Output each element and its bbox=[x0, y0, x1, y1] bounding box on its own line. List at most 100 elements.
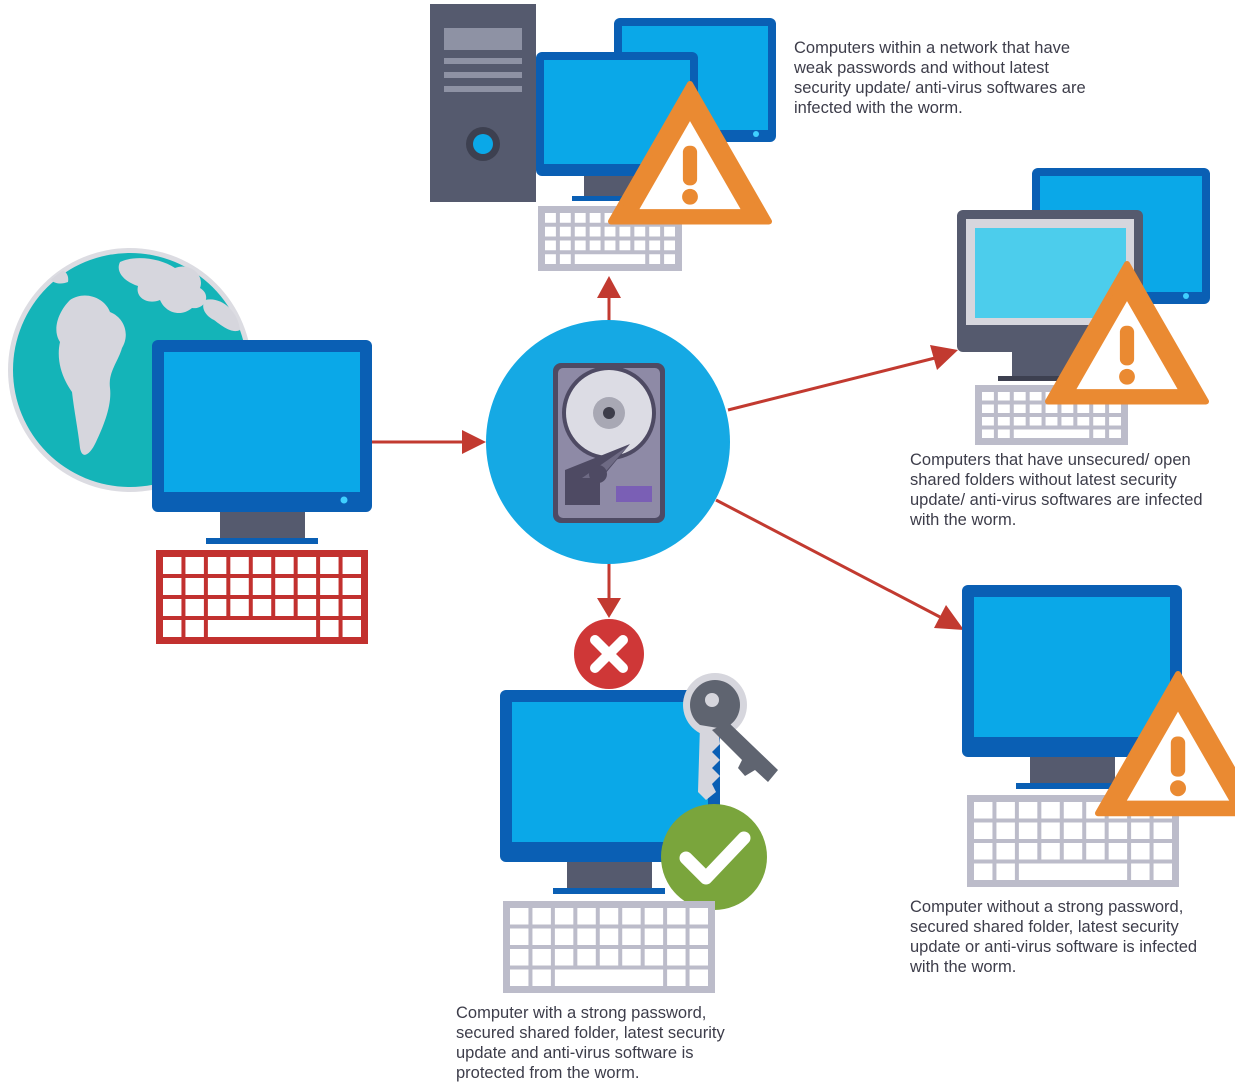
keyboard-key bbox=[1063, 822, 1083, 839]
caption-line: Computers that have unsecured/ open bbox=[910, 451, 1191, 469]
caption-line: with the worm. bbox=[910, 958, 1017, 976]
keyboard-key bbox=[559, 226, 571, 237]
keyboard-key bbox=[1093, 417, 1106, 426]
keyboard-key bbox=[997, 429, 1010, 438]
keyboard-key bbox=[1061, 417, 1074, 426]
caption-line: Computer with a strong password, bbox=[456, 1004, 707, 1022]
keyboard-key bbox=[599, 928, 619, 945]
caption-top: Computers within a network that have wea… bbox=[794, 38, 1086, 118]
keyboard-key bbox=[689, 928, 708, 945]
keyboard-key bbox=[577, 949, 596, 966]
keyboard-key bbox=[599, 949, 619, 966]
keyboard-key bbox=[510, 949, 529, 966]
keyboard-key bbox=[1013, 404, 1026, 413]
keyboard-key bbox=[185, 620, 204, 637]
monitor-icon bbox=[962, 585, 1182, 789]
keyboard-key bbox=[664, 254, 675, 264]
source-computer bbox=[152, 340, 372, 644]
keyboard-key bbox=[649, 240, 661, 251]
keyboard-key bbox=[1153, 863, 1172, 880]
keyboard-key bbox=[559, 213, 571, 223]
keyboard-key bbox=[982, 417, 994, 426]
keyboard-key bbox=[1013, 429, 1090, 438]
keyboard-key bbox=[574, 254, 646, 264]
keyboard-key bbox=[982, 429, 994, 438]
keyboard-key bbox=[207, 578, 227, 595]
keyboard-key bbox=[510, 928, 529, 945]
caption-line: infected with the worm. bbox=[794, 99, 963, 117]
hard-drive-hub bbox=[486, 320, 730, 564]
keyboard-key bbox=[634, 226, 646, 237]
keyboard-key bbox=[532, 928, 551, 945]
keyboard-key bbox=[996, 822, 1015, 839]
keyboard-key bbox=[545, 226, 556, 237]
hard-drive-icon bbox=[553, 363, 665, 523]
blocked-icon bbox=[574, 619, 644, 689]
keyboard-key bbox=[297, 599, 317, 616]
keyboard-key bbox=[1013, 417, 1026, 426]
keyboard-key bbox=[589, 240, 601, 251]
caption-line: with the worm. bbox=[910, 511, 1017, 529]
warning-icon bbox=[608, 81, 772, 225]
caption-line: secured shared folder, latest security bbox=[910, 918, 1179, 936]
keyboard-key bbox=[163, 578, 182, 595]
warning-icon bbox=[1045, 261, 1209, 405]
keyboard-key bbox=[667, 908, 686, 925]
keyboard-key bbox=[1063, 843, 1083, 860]
keyboard-key bbox=[1077, 417, 1090, 426]
keyboard-key bbox=[1029, 404, 1042, 413]
keyboard-key bbox=[559, 254, 571, 264]
keyboard-key bbox=[996, 863, 1015, 880]
caption-right-lower: Computer without a strong password, secu… bbox=[910, 897, 1197, 977]
tower-icon bbox=[430, 4, 536, 202]
keyboard-key bbox=[574, 213, 586, 223]
edge-hub-to-right-lower bbox=[715, 498, 964, 630]
keyboard-key bbox=[545, 254, 556, 264]
keyboard-key bbox=[689, 908, 708, 925]
keyboard-key bbox=[1153, 822, 1172, 839]
caption-line: shared folders without latest security bbox=[910, 471, 1177, 489]
keyboard-key bbox=[599, 908, 619, 925]
keyboard-key bbox=[163, 620, 182, 637]
keyboard-key bbox=[1029, 392, 1042, 401]
keyboard-key bbox=[622, 928, 641, 945]
bottom-computer bbox=[500, 619, 778, 993]
keyboard-key bbox=[559, 240, 571, 251]
keyboard-key bbox=[510, 908, 529, 925]
caption-line: security update/ anti-virus softwares ar… bbox=[794, 79, 1086, 97]
keyboard-key bbox=[510, 969, 529, 986]
keyboard-key bbox=[1108, 843, 1128, 860]
keyboard-key bbox=[974, 802, 993, 819]
keyboard-key bbox=[207, 620, 317, 637]
right-lower-computer bbox=[962, 585, 1235, 887]
caption-line: secured shared folder, latest security bbox=[456, 1024, 725, 1042]
warning-icon bbox=[1095, 671, 1235, 817]
keyboard-key bbox=[163, 599, 182, 616]
keyboard-icon bbox=[967, 795, 1179, 887]
keyboard-key bbox=[667, 928, 686, 945]
keyboard-key bbox=[185, 599, 204, 616]
caption-line: update and anti-virus software is bbox=[456, 1044, 694, 1062]
keyboard-key bbox=[997, 417, 1010, 426]
edge-source-to-hub bbox=[372, 430, 486, 454]
keyboard-key bbox=[974, 863, 993, 880]
keyboard-key bbox=[634, 240, 646, 251]
keyboard-key bbox=[1086, 843, 1105, 860]
caption-line: update or anti-virus software is infecte… bbox=[910, 938, 1198, 956]
keyboard-key bbox=[622, 908, 641, 925]
keyboard-key bbox=[1041, 802, 1060, 819]
keyboard-key bbox=[574, 240, 586, 251]
keyboard-key bbox=[689, 969, 708, 986]
keyboard-key bbox=[997, 404, 1010, 413]
caption-line: weak passwords and without latest bbox=[794, 59, 1049, 77]
keyboard-key bbox=[649, 226, 661, 237]
keyboard-key bbox=[604, 226, 616, 237]
keyboard-key bbox=[1018, 863, 1128, 880]
monitor-icon bbox=[500, 690, 720, 894]
keyboard-key bbox=[342, 557, 361, 574]
keyboard-key bbox=[577, 908, 596, 925]
edge-hub-to-top bbox=[597, 276, 621, 325]
keyboard-key bbox=[275, 578, 294, 595]
monitor-icon bbox=[152, 340, 372, 544]
